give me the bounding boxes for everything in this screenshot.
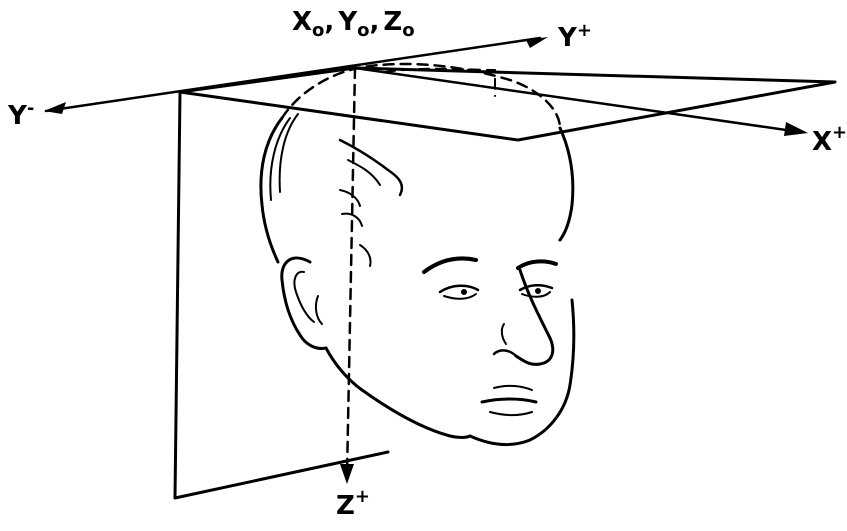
- x-plus-arrowhead: [784, 122, 808, 136]
- vertical-plane: [173, 90, 390, 500]
- z-plus-arrowhead: [340, 464, 354, 484]
- origin-z-label: Z: [383, 7, 402, 37]
- origin-y-label: Y: [337, 7, 358, 37]
- y-minus-arrowhead: [44, 102, 66, 114]
- x-plus-label: X+: [812, 122, 847, 157]
- axis-lines: [44, 36, 808, 484]
- y-plus-label: Y+: [557, 20, 592, 53]
- origin-x-label: X: [292, 7, 312, 37]
- z-plus-label: Z+: [336, 486, 370, 521]
- y-minus-label: Y-: [7, 98, 34, 131]
- horizontal-plane: [178, 66, 837, 142]
- y-plus-arrowhead: [526, 37, 548, 48]
- human-head-profile-icon: [259, 62, 576, 447]
- svg-text:Xo,Yo,Zo: Xo,Yo,Zo: [292, 7, 415, 41]
- origin-label: Xo,Yo,Zo: [292, 7, 415, 41]
